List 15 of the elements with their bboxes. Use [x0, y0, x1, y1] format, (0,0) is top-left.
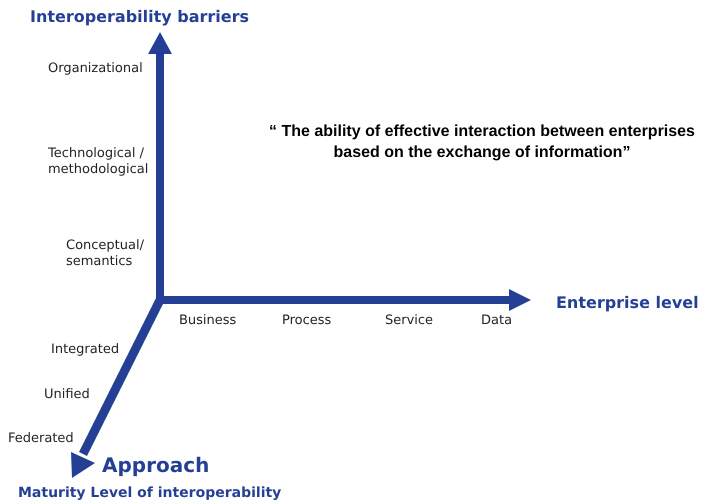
quote-text: “ The ability of effective interaction between enterprises based on the exchange of information”: [268, 122, 696, 163]
tick-label: Process: [282, 313, 332, 329]
axis-title: Interoperability barriers: [30, 6, 250, 28]
tick-label: Conceptual/ semantics: [66, 238, 145, 270]
tick-label: Data: [481, 313, 514, 329]
tick-label: Technological / methodological: [48, 146, 150, 178]
tick-label: Federated: [8, 431, 75, 447]
tick-label: Service: [385, 313, 434, 329]
tick-label: Integrated: [51, 342, 120, 358]
tick-label: Organizational: [48, 61, 144, 77]
tick-label: Business: [179, 313, 238, 329]
tick-label: Unified: [44, 387, 91, 403]
axis-title: Enterprise level: [556, 292, 700, 314]
axis-subtitle: Maturity Level of interoperability: [18, 484, 282, 503]
axis-title: Approach: [102, 452, 210, 479]
